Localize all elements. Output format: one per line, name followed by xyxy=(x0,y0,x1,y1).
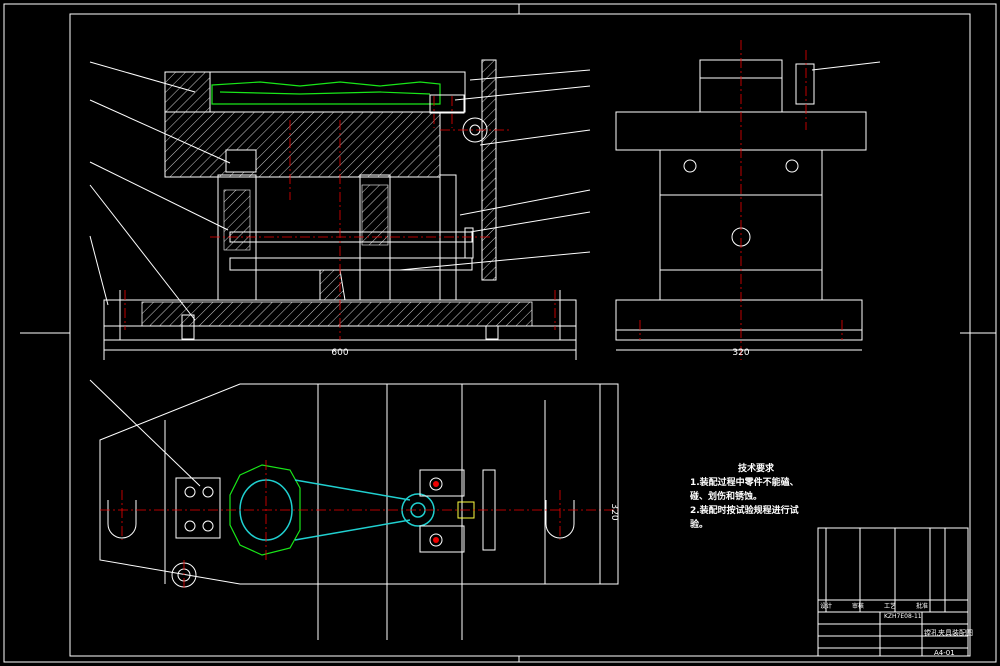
top-view: 320 xyxy=(89,379,619,640)
drawing-number: A4-01 xyxy=(934,649,955,657)
requirement-line-2: 碰、划伤和锈蚀。 xyxy=(690,492,763,502)
requirement-line-1: 1.装配过程中零件不能磕、 xyxy=(690,478,799,488)
title-block-labels: 设计 审核 工艺 批准 xyxy=(820,601,928,610)
title-block-grid xyxy=(817,527,969,657)
top-block xyxy=(164,111,441,178)
technical-requirements: 技术要求 1.装配过程中零件不能磕、 碰、划伤和锈蚀。 2.装配时按试验规程进行… xyxy=(690,462,799,532)
label-approve: 批准 xyxy=(916,603,929,610)
drawing-frame xyxy=(69,13,971,657)
drawing-name: 镗孔夹具装配图 xyxy=(924,629,973,637)
top-dimension: 320 xyxy=(609,503,619,520)
connecting-rod-big-end xyxy=(229,464,301,556)
workpiece-front xyxy=(211,81,441,105)
front-dimension: 600 xyxy=(331,348,348,358)
label-process: 工艺 xyxy=(884,603,897,610)
side-dimension: 320 xyxy=(732,348,749,358)
material-code: KZH7E08-11 xyxy=(884,613,922,620)
front-view: 600 xyxy=(89,59,591,360)
outer-border xyxy=(3,3,997,663)
label-review: 审核 xyxy=(852,603,865,610)
label-design: 设计 xyxy=(820,603,833,610)
technical-requirements-title: 技术要求 xyxy=(738,464,775,474)
side-view: 320 xyxy=(615,40,881,360)
requirement-line-3: 2.装配时按试验规程进行试 xyxy=(690,506,799,516)
top-plate-outline xyxy=(99,383,619,585)
requirement-line-4: 验。 xyxy=(690,520,709,530)
